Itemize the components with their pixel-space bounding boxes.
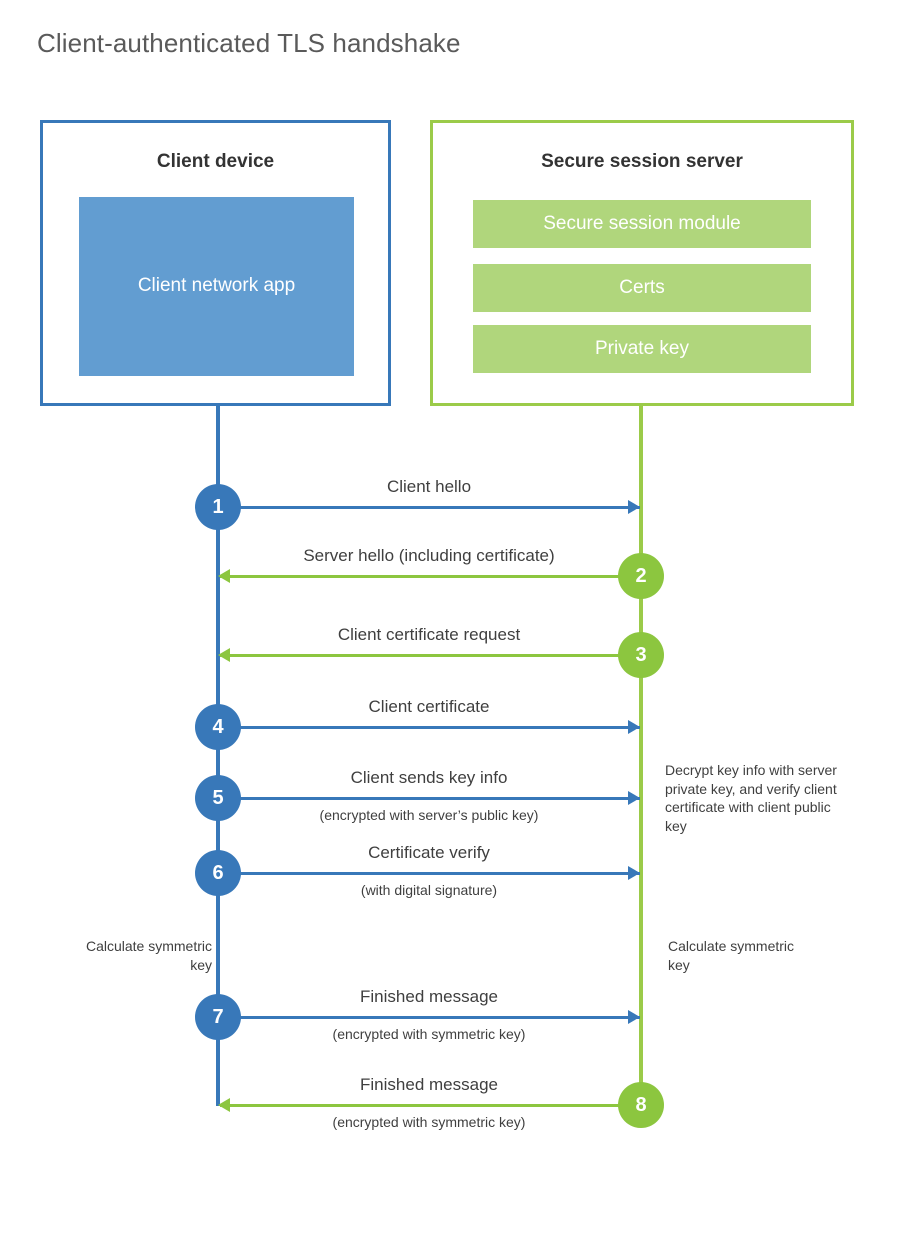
arrow-head-right-icon	[628, 866, 640, 880]
step-badge-5[interactable]: 5	[195, 775, 241, 821]
server-block-secure-session-module: Secure session module	[473, 200, 811, 248]
server-block-private-key: Private key	[473, 325, 811, 373]
step-badge-6[interactable]: 6	[195, 850, 241, 896]
arrow-head-right-icon	[628, 1010, 640, 1024]
note-client-calculate-symmetric-key: Calculate symmetric key	[85, 938, 212, 973]
client-device-box: Client device Client network app	[40, 120, 391, 406]
secure-session-server-box: Secure session server Secure session mod…	[430, 120, 854, 406]
message-sublabel-8: (encrypted with symmetric key)	[332, 1114, 526, 1130]
secure-session-server-title: Secure session server	[541, 151, 743, 172]
message-line-1	[218, 506, 640, 509]
server-block-certs: Certs	[473, 264, 811, 312]
step-badge-2[interactable]: 2	[618, 553, 664, 599]
message-label-5: Client sends key info	[350, 768, 508, 787]
message-label-1: Client hello	[386, 477, 472, 496]
arrow-head-right-icon	[628, 500, 640, 514]
step-badge-4[interactable]: 4	[195, 704, 241, 750]
message-label-7: Finished message	[360, 987, 498, 1006]
step-badge-3[interactable]: 3	[618, 632, 664, 678]
message-sublabel-6: (with digital signature)	[360, 882, 498, 898]
arrow-head-right-icon	[628, 791, 640, 805]
client-lifeline	[216, 406, 220, 1106]
server-lifeline	[639, 406, 643, 1106]
note-server-decrypt-key-info: Decrypt key info with server private key…	[665, 762, 837, 834]
message-line-4	[218, 726, 640, 729]
message-label-2: Server hello (including certificate)	[303, 546, 555, 565]
step-badge-8[interactable]: 8	[618, 1082, 664, 1128]
message-line-5	[218, 797, 640, 800]
message-line-7	[218, 1016, 640, 1019]
message-line-8	[220, 1104, 640, 1107]
message-label-6: Certificate verify	[368, 843, 490, 862]
message-sublabel-5: (encrypted with server’s public key)	[319, 807, 539, 823]
client-device-title: Client device	[156, 151, 275, 172]
message-label-4: Client certificate	[368, 697, 490, 716]
message-label-8: Finished message	[360, 1075, 498, 1094]
message-line-3	[220, 654, 640, 657]
arrow-head-right-icon	[628, 720, 640, 734]
note-server-calculate-symmetric-key: Calculate symmetric key	[668, 938, 795, 973]
arrow-head-left-icon	[218, 1098, 230, 1112]
step-badge-1[interactable]: 1	[195, 484, 241, 530]
page-title: Client-authenticated TLS handshake	[37, 28, 461, 58]
message-label-3: Client certificate request	[337, 625, 521, 644]
message-sublabel-7: (encrypted with symmetric key)	[332, 1026, 526, 1042]
step-badge-7[interactable]: 7	[195, 994, 241, 1040]
message-line-6	[218, 872, 640, 875]
client-network-app-block: Client network app	[79, 197, 354, 376]
message-line-2	[220, 575, 640, 578]
arrow-head-left-icon	[218, 648, 230, 662]
arrow-head-left-icon	[218, 569, 230, 583]
